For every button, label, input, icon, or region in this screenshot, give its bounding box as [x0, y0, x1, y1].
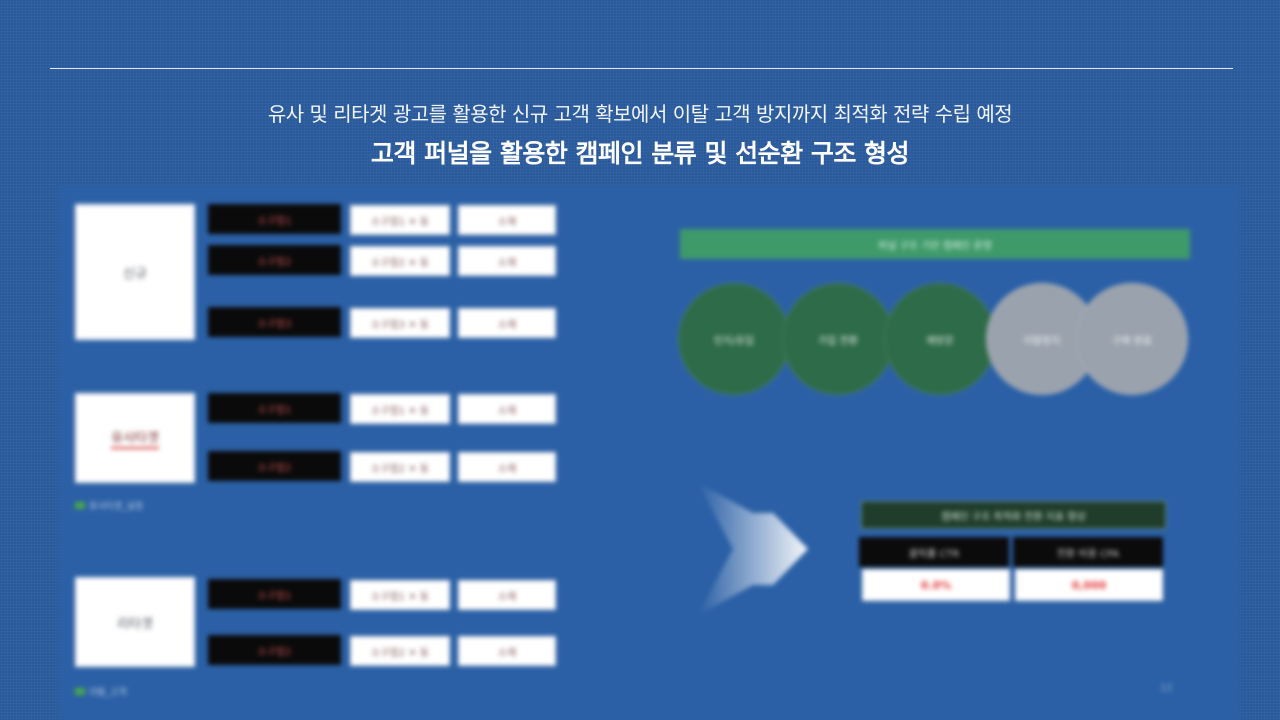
segment-label-retarget: 리타겟: [75, 577, 195, 667]
segment-lookalike-row2-appeal: 소구점2: [208, 451, 341, 481]
funnel-title-bar: 퍼널 구조 기반 캠페인 운영: [680, 229, 1190, 259]
segment-lookalike-row1-creative: 소재: [458, 394, 556, 424]
flow-arrow-icon: [698, 483, 808, 615]
segment-lookalike-row2-creative: 소재: [458, 452, 556, 482]
segment-label-lookalike: 유사타겟: [75, 393, 195, 483]
segment-retarget-row1-combo: 소구점1 ✕ 동: [350, 580, 450, 610]
header-divider: [50, 68, 1233, 69]
result-header-ctr: 클릭률 CTR: [859, 537, 1009, 567]
note-marker-icon: [75, 688, 85, 695]
segment-retarget-row2-creative: 소재: [458, 636, 556, 666]
segment-new-row2-creative: 소재: [458, 246, 556, 276]
segment-retarget-row2-combo: 소구점2 ✕ 동: [350, 636, 450, 666]
segment-new-row2-combo: 소구점2 ✕ 동: [350, 246, 450, 276]
segment-lookalike-row1-combo: 소구점1 ✕ 동: [350, 394, 450, 424]
result-value-ctr: 0.0%: [862, 569, 1010, 601]
content-panel: 신규 소구점1 소구점1 ✕ 동 소재 소구점2 소구점2 ✕ 동 소재 소구점…: [58, 185, 1240, 720]
segment-lookalike-row2-combo: 소구점2 ✕ 동: [350, 452, 450, 482]
segment-lookalike-note: 유사타겟_설정: [75, 499, 143, 512]
note-marker-icon: [75, 502, 85, 509]
segment-lookalike-row1-appeal: 소구점1: [208, 393, 341, 423]
segment-retarget-row1-creative: 소재: [458, 580, 556, 610]
result-value-cpa: 0,000: [1015, 569, 1163, 601]
funnel-stage-2: 가입 전환: [782, 283, 894, 395]
segment-retarget-row2-appeal: 소구점2: [208, 635, 341, 665]
funnel-stage-5: 구매 완료: [1076, 283, 1188, 395]
slide-title: 고객 퍼널을 활용한 캠페인 분류 및 선순환 구조 형성: [370, 139, 910, 168]
segment-new-row1-creative: 소재: [458, 205, 556, 235]
result-header-cpa: 전환 비용 CPA: [1013, 537, 1163, 567]
funnel-stage-3: 재방문: [884, 283, 996, 395]
segment-new-row1-appeal: 소구점1: [208, 204, 341, 234]
segment-label-new: 신규: [75, 204, 195, 340]
result-title-bar: 캠페인 구조 최적화 전환 지표 향상: [861, 501, 1166, 529]
segment-new-row3-combo: 소구점3 ✕ 동: [350, 308, 450, 338]
funnel-stage-1: 인지/유입: [678, 283, 790, 395]
segment-new-row3-appeal: 소구점3: [208, 307, 341, 337]
segment-retarget-note: 이탈_고객: [75, 685, 127, 698]
segment-new-row3-creative: 소재: [458, 308, 556, 338]
slide-subtitle: 유사 및 리타겟 광고를 활용한 신규 고객 확보에서 이탈 고객 방지까지 최…: [267, 102, 1013, 126]
segment-new-row2-appeal: 소구점2: [208, 245, 341, 275]
segment-new-row1-combo: 소구점1 ✕ 동: [350, 205, 450, 235]
page-number: 12: [1160, 683, 1173, 694]
segment-retarget-row1-appeal: 소구점1: [208, 579, 341, 609]
